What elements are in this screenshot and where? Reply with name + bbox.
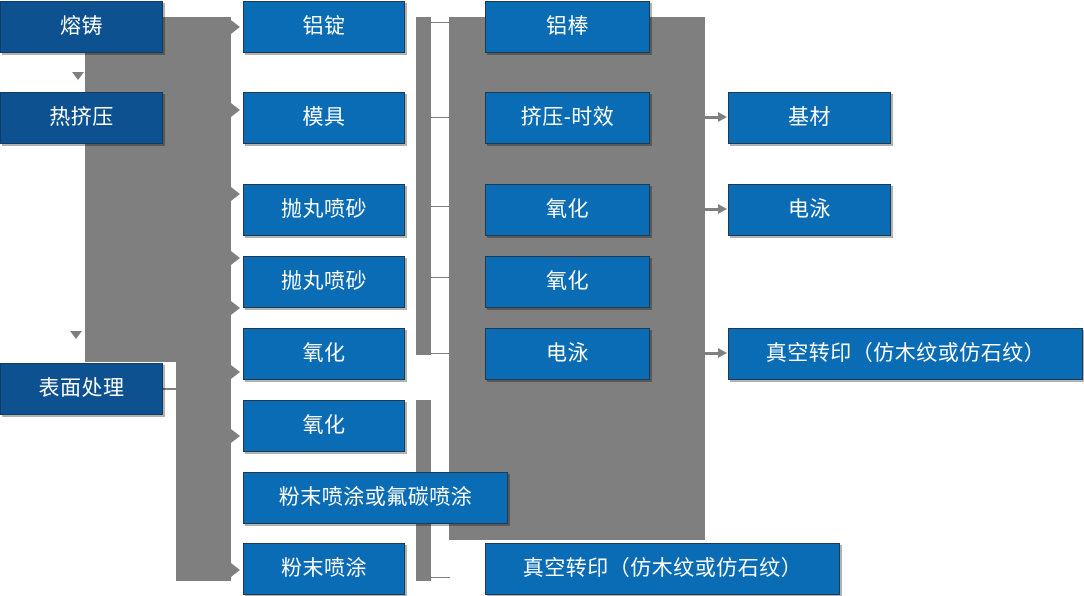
process-box-c3-1[interactable]: 挤压-时效 (485, 92, 650, 144)
process-box-c4-2[interactable]: 真空转印（仿木纹或仿石纹） (728, 328, 1083, 380)
trunk-arrow-0 (231, 20, 240, 34)
out-arrow-2 (705, 348, 727, 358)
mid-tick-5 (431, 577, 450, 578)
surface-stage-connector (163, 388, 185, 390)
stage-label: 熔铸 (60, 15, 103, 39)
process-box-c3-0[interactable]: 铝棒 (485, 1, 650, 53)
mid-tick-0 (431, 22, 450, 23)
trunk-arrow-6 (231, 429, 240, 443)
process-label: 电泳 (788, 198, 831, 222)
out-arrow-1 (705, 204, 727, 214)
trunk-arrow-2 (231, 187, 240, 201)
stage-down-arrow-1 (72, 72, 84, 80)
process-label: 氧化 (302, 342, 346, 366)
stage-label: 热挤压 (49, 106, 114, 130)
process-label: 粉末喷涂 (281, 557, 367, 581)
process-box-c2-0[interactable]: 铝锭 (243, 1, 405, 53)
stage-down-arrow-2 (70, 331, 82, 339)
process-label: 抛丸喷砂 (281, 198, 367, 222)
process-box-c3-4[interactable]: 电泳 (485, 328, 650, 380)
trunk-arrow-7 (231, 563, 240, 577)
process-box-c3-3[interactable]: 氧化 (485, 256, 650, 308)
stage-box-surface-treatment[interactable]: 表面处理 (0, 363, 163, 415)
process-box-c2-5[interactable]: 氧化 (243, 400, 405, 452)
process-box-c4-1[interactable]: 电泳 (728, 184, 891, 236)
process-box-c2-6[interactable]: 粉末喷涂或氟碳喷涂 (243, 472, 508, 524)
out-arrow-0 (705, 112, 727, 122)
stage-box-melt-cast[interactable]: 熔铸 (0, 1, 163, 53)
mid-bar-upper (416, 17, 431, 355)
process-label: 真空转印（仿木纹或仿石纹） (522, 557, 803, 581)
mid-tick-4 (431, 353, 450, 354)
process-box-c2-1[interactable]: 模具 (243, 92, 405, 144)
mid-tick-3 (431, 277, 450, 278)
process-label: 挤压-时效 (520, 106, 615, 130)
process-box-c2-4[interactable]: 氧化 (243, 328, 405, 380)
stage-trunk-upper (85, 17, 231, 362)
process-label: 电泳 (546, 342, 589, 366)
process-box-c2-3[interactable]: 抛丸喷砂 (243, 256, 405, 308)
mid-tick-1 (431, 117, 450, 118)
process-label: 氧化 (302, 414, 346, 438)
stage-label: 表面处理 (38, 377, 125, 401)
process-label: 铝棒 (546, 15, 589, 39)
process-box-c3-5[interactable]: 真空转印（仿木纹或仿石纹） (485, 543, 840, 595)
process-label: 模具 (302, 106, 346, 130)
trunk-arrow-4 (231, 301, 240, 315)
trunk-arrow-1 (231, 103, 240, 117)
stage-box-hot-extrusion[interactable]: 热挤压 (0, 92, 163, 144)
trunk-arrow-5 (231, 365, 240, 379)
process-label: 真空转印（仿木纹或仿石纹） (765, 342, 1046, 366)
process-label: 铝锭 (302, 15, 346, 39)
process-box-c2-7[interactable]: 粉末喷涂 (243, 543, 405, 595)
process-label: 氧化 (546, 270, 589, 294)
process-label: 粉末喷涂或氟碳喷涂 (278, 486, 473, 510)
process-label: 基材 (788, 106, 831, 130)
process-box-c2-2[interactable]: 抛丸喷砂 (243, 184, 405, 236)
process-label: 氧化 (546, 198, 589, 222)
process-label: 抛丸喷砂 (281, 270, 367, 294)
process-box-c4-0[interactable]: 基材 (728, 92, 891, 144)
mid-tick-2 (431, 206, 450, 207)
trunk-arrow-3 (231, 251, 240, 265)
stage-trunk-lower (176, 362, 231, 581)
process-box-c3-2[interactable]: 氧化 (485, 184, 650, 236)
